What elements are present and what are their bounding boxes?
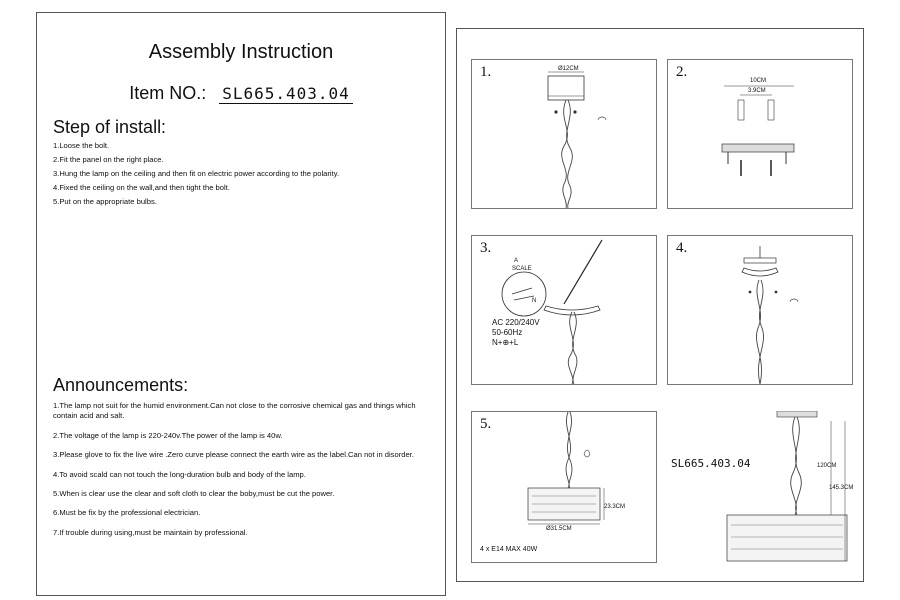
step-item: 2.Fit the panel on the right place. — [53, 155, 164, 164]
step-4-panel: 4. — [667, 235, 853, 385]
neutral-label: N — [532, 298, 537, 304]
bulb-spec-label: 4 x E14 MAX 40W — [480, 546, 538, 553]
announcement-item: 1.The lamp not suit for the humid enviro… — [53, 401, 416, 421]
document-title: Assembly Instruction — [148, 41, 334, 63]
step-2-panel: 2. 10CM 3.9CM — [667, 59, 853, 209]
overview-item-code: SL665.403.04 — [671, 457, 751, 470]
step-3-drawing — [501, 239, 603, 384]
step-2-drawing — [721, 85, 795, 176]
step-number: 5. — [480, 416, 492, 432]
announcement-item: 6.Must be fix by the professional electr… — [53, 508, 201, 518]
item-number-code: SL665.403.04 — [219, 84, 353, 104]
power-frequency: 50-60Hz — [492, 328, 523, 337]
step-item: 1.Loose the bolt. — [53, 141, 110, 150]
scale-label: SCALE — [512, 266, 532, 272]
announcement-item: 5.When is clear use the clear and soft c… — [53, 489, 335, 499]
step-5-panel: 5. 23.3CM Ø31.5CM 4 x E14 MAX 40W — [471, 411, 657, 563]
announcement-item: 7.If trouble during using,must be mainta… — [53, 527, 248, 537]
step-1-drawing — [547, 71, 607, 208]
step-5-drawing — [527, 412, 605, 525]
step-number: 4. — [676, 240, 688, 256]
step-number: 1. — [480, 64, 492, 80]
announcement-item: 4.To avoid scald can not touch the long-… — [53, 469, 306, 479]
max-height-label: 145.3CM — [829, 485, 854, 491]
instruction-sheet: Assembly Instruction Item NO.: SL665.403… — [36, 12, 446, 596]
diagram-sheet: 1. Ø12CM 2. 10CM 3.9CM 3. A — [456, 28, 864, 582]
step-4-drawing — [741, 246, 799, 384]
step-item: 5.Put on the appropriate bulbs. — [53, 197, 157, 206]
step-1-panel: 1. Ø12CM — [471, 59, 657, 209]
announcement-item: 3.Please glove to fix the live wire .Zer… — [53, 450, 414, 460]
announcement-item: 2.The voltage of the lamp is 220-240v.Th… — [53, 430, 283, 440]
shade-diameter-label: Ø31.5CM — [546, 526, 572, 532]
overview-drawing — [726, 411, 848, 562]
canopy-diameter-label: Ø12CM — [558, 66, 579, 72]
step-number: 3. — [480, 240, 492, 256]
announcements-list: 1.The lamp not suit for the humid enviro… — [53, 401, 433, 547]
step-3-panel: 3. A SCALE N AC 220/240V 50-60Hz N+⊕+L — [471, 235, 657, 385]
step-item: 3.Hung the lamp on the ceiling and then … — [53, 169, 340, 178]
steps-list: 1.Loose the bolt. 2.Fit the panel on the… — [53, 139, 339, 209]
shade-height-label: 23.3CM — [604, 504, 626, 510]
plate-width-label: 10CM — [750, 78, 767, 84]
steps-heading: Step of install: — [53, 117, 167, 137]
step-number: 2. — [676, 64, 688, 80]
power-polarity: N+⊕+L — [492, 338, 519, 347]
scale-a-label: A — [514, 258, 519, 264]
hole-spacing-label: 3.9CM — [748, 88, 766, 94]
overall-height-label: 120CM — [817, 463, 837, 469]
item-number: Item NO.: SL665.403.04 — [37, 83, 445, 104]
step-item: 4.Fixed the ceiling on the wall,and then… — [53, 183, 230, 192]
item-number-label: Item NO.: — [129, 83, 207, 103]
power-voltage: AC 220/240V — [492, 318, 540, 327]
overview-diagram: SL665.403.04 120CM 145.3CM — [667, 411, 857, 571]
announcements-heading: Announcements: — [53, 375, 189, 395]
